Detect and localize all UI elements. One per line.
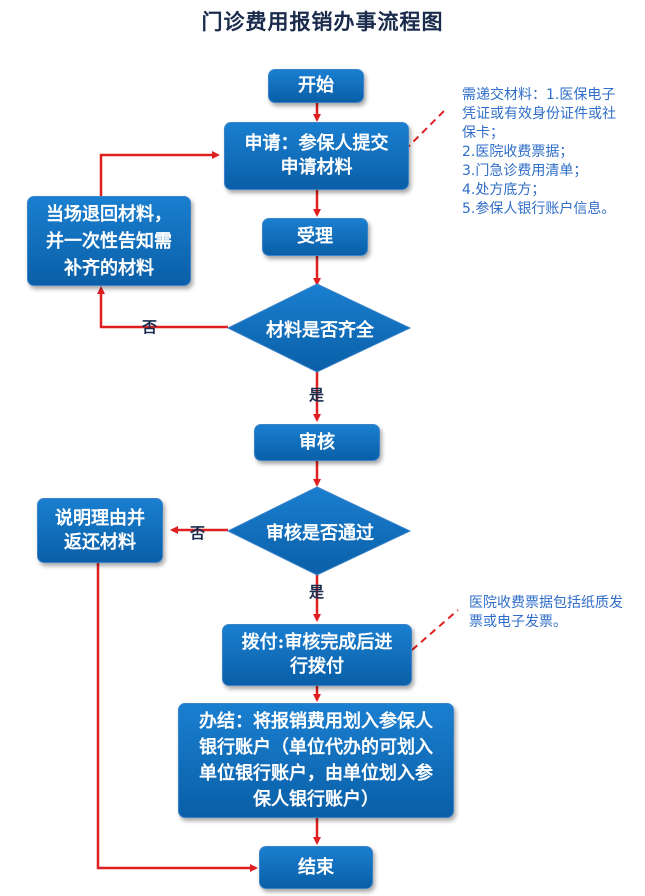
receipt-note: 医院收费票据包括纸质发票或电子发票。 [469,595,623,630]
end-node: 结束 [259,846,373,889]
decision-materials-complete [226,283,412,373]
apply-node: 申请：参保人提交申请材料 [224,122,409,190]
arrow-explain-to-end [96,563,258,872]
no-label-review: 否 [190,524,206,542]
materials-note: 需递交材料：1.医保电子凭证或有效身份证件或社保卡； 2.医院收费票据； 3.门… [462,87,616,217]
arrow-return-to-apply [99,151,220,197]
page-title: 门诊费用报销办事流程图 [201,9,444,34]
decision-review-passed [226,486,412,576]
return-materials-node: 当场退回材料，并一次性告知需补齐的材料 [27,196,191,286]
start-node: 开始 [268,69,364,103]
arrow-no-materials [97,286,228,329]
explain-node: 说明理由并返还材料 [37,498,163,563]
decision-review-label: 审核是否通过 [266,523,374,544]
yes-label-materials: 是 [309,386,325,404]
yes-label-review: 是 [309,583,325,601]
decision-materials-label: 材料是否齐全 [266,320,374,341]
accept-node: 受理 [262,218,368,256]
finish-node: 办结：将报销费用划入参保人银行账户（单位代办的可划入单位银行账户，由单位划入参保… [178,703,454,818]
review-node: 审核 [254,424,380,461]
no-label-materials: 否 [142,318,158,336]
note-connector-receipt [411,609,459,651]
payment-node: 拨付:审核完成后进行拨付 [222,624,412,686]
note-connector-materials [404,109,446,151]
